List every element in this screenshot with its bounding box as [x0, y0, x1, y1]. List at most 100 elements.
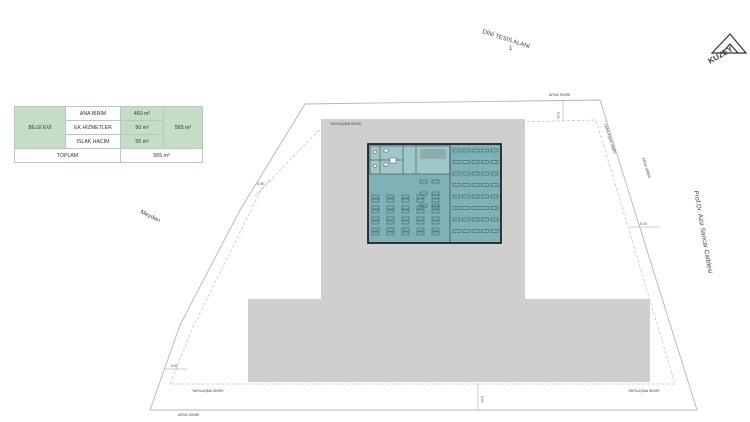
yap-bottom-right-label: YAPILAŞMA SINIRI — [628, 389, 660, 393]
seat — [452, 229, 461, 233]
area-table: BİLGİ EVİ ANA BİRİM 460 m² 565 m² EK HİZ… — [14, 106, 203, 163]
seat — [481, 194, 489, 199]
seat — [371, 220, 380, 225]
seat — [401, 227, 410, 232]
seat — [462, 217, 470, 222]
row-value: 50 m² — [120, 120, 164, 135]
logo-text: KUZEY — [707, 44, 736, 66]
seat — [401, 205, 410, 210]
seat — [416, 220, 425, 225]
seat — [386, 194, 395, 199]
dim-bottom-left: 5.00 — [171, 364, 178, 368]
seat — [371, 231, 380, 236]
seat — [462, 183, 470, 187]
row-name: EK HİZMETLER — [65, 120, 121, 135]
seat — [386, 198, 395, 203]
seat — [490, 229, 499, 233]
seat — [371, 209, 380, 214]
seat — [462, 148, 470, 153]
seat — [416, 209, 425, 214]
seat — [490, 160, 499, 164]
seat — [490, 194, 499, 199]
seat — [471, 148, 480, 153]
seat — [431, 227, 440, 232]
seat — [419, 191, 428, 196]
seat — [386, 216, 395, 221]
seat — [431, 179, 440, 184]
seat — [419, 179, 428, 184]
seat — [452, 148, 461, 153]
seat — [401, 231, 410, 236]
seat — [416, 216, 425, 221]
meydan-label: Meydan — [139, 209, 161, 224]
seat — [401, 198, 410, 203]
total-label: TOPLAM — [14, 148, 121, 163]
seat — [481, 183, 489, 187]
seat — [431, 220, 440, 225]
seat — [462, 194, 470, 199]
seat — [471, 217, 480, 222]
seat — [431, 198, 440, 203]
seat — [431, 191, 440, 196]
seat — [431, 209, 440, 214]
seat — [471, 171, 480, 176]
subtotal-cell: 565 m² — [163, 106, 203, 149]
seat — [481, 171, 489, 176]
building-name-cell: BİLGİ EVİ — [14, 106, 66, 149]
dim-top: 5.00 — [556, 112, 560, 119]
row-name: ISLAK HACİM — [65, 134, 121, 149]
seat — [471, 160, 480, 164]
seat — [452, 206, 461, 210]
seat — [490, 183, 499, 187]
logo-mark-icon — [710, 33, 748, 54]
seat — [401, 220, 410, 225]
seat — [481, 229, 489, 233]
seat — [490, 148, 499, 153]
seat — [452, 194, 461, 199]
seat — [401, 209, 410, 214]
seat — [431, 231, 440, 236]
dim-left: 5.00 — [257, 182, 264, 186]
seat — [386, 220, 395, 225]
seat — [386, 227, 395, 232]
arsa-top-label: ARSA SINIRI — [549, 93, 570, 97]
seat — [431, 216, 440, 221]
seat — [386, 231, 395, 236]
parcel-boundary — [149, 99, 698, 411]
seat — [481, 160, 489, 164]
seat — [490, 217, 499, 222]
north-zone-number: 1 — [509, 46, 513, 52]
seat — [416, 227, 425, 232]
total-value: 565 m² — [120, 148, 203, 163]
seat — [401, 216, 410, 221]
seat — [481, 217, 489, 222]
seat — [471, 194, 480, 199]
seat — [462, 229, 470, 233]
seat — [471, 229, 480, 233]
north-zone-label: DİNİ TESİS ALANI — [481, 28, 531, 50]
yap-top-label: YAPILAŞMA SINIRI — [330, 122, 362, 126]
seat — [462, 206, 470, 210]
yap-bottom-left-label: YAPILAŞMA SINIRI — [192, 389, 224, 393]
seat — [371, 205, 380, 210]
seat — [471, 206, 480, 210]
seat — [416, 231, 425, 236]
street-label: Prof.Dr. Aziz Sancar Caddesi — [692, 190, 713, 274]
seat — [431, 203, 440, 208]
seat — [416, 198, 425, 203]
seat — [371, 227, 380, 232]
kuzey-logo: KUZEY — [707, 33, 748, 66]
arsa-bottom-label: ARSA SINIRI — [178, 413, 199, 417]
row-value: 55 m² — [120, 134, 164, 149]
seat — [481, 148, 489, 153]
seat — [452, 171, 461, 176]
lower-zone — [248, 299, 650, 382]
dim-right: 5.00 — [640, 222, 647, 226]
arsa-right-label: ARSA SINIRI — [641, 157, 651, 178]
seat — [386, 205, 395, 210]
seat — [431, 205, 440, 210]
seat — [462, 171, 470, 176]
seat — [401, 194, 410, 199]
seat — [416, 205, 425, 210]
